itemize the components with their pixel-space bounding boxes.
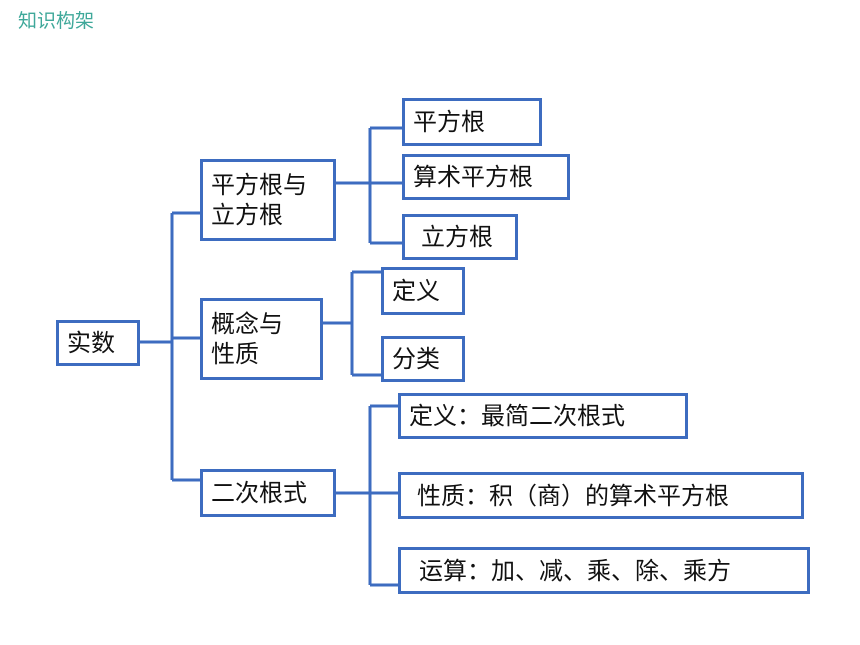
branch-node-square-cube-root: 平方根与 立方根 bbox=[200, 159, 336, 241]
leaf-node-classification: 分类 bbox=[381, 336, 465, 382]
leaf-node-cube-root: 立方根 bbox=[402, 214, 518, 260]
leaf-node-operations: 运算：加、减、乘、除、乘方 bbox=[398, 547, 810, 594]
leaf-node-definition: 定义 bbox=[381, 267, 465, 315]
branch-node-quadratic-radical: 二次根式 bbox=[200, 469, 336, 517]
leaf-node-arithmetic-square-root: 算术平方根 bbox=[402, 154, 570, 200]
page-title: 知识构架 bbox=[18, 10, 95, 32]
leaf-node-property-product-quotient: 性质：积（商）的算术平方根 bbox=[398, 472, 804, 519]
root-node: 实数 bbox=[56, 320, 140, 366]
branch-node-concept-property: 概念与 性质 bbox=[200, 298, 323, 380]
leaf-node-definition-simplest-radical: 定义：最简二次根式 bbox=[398, 393, 688, 439]
leaf-node-square-root: 平方根 bbox=[402, 98, 542, 146]
